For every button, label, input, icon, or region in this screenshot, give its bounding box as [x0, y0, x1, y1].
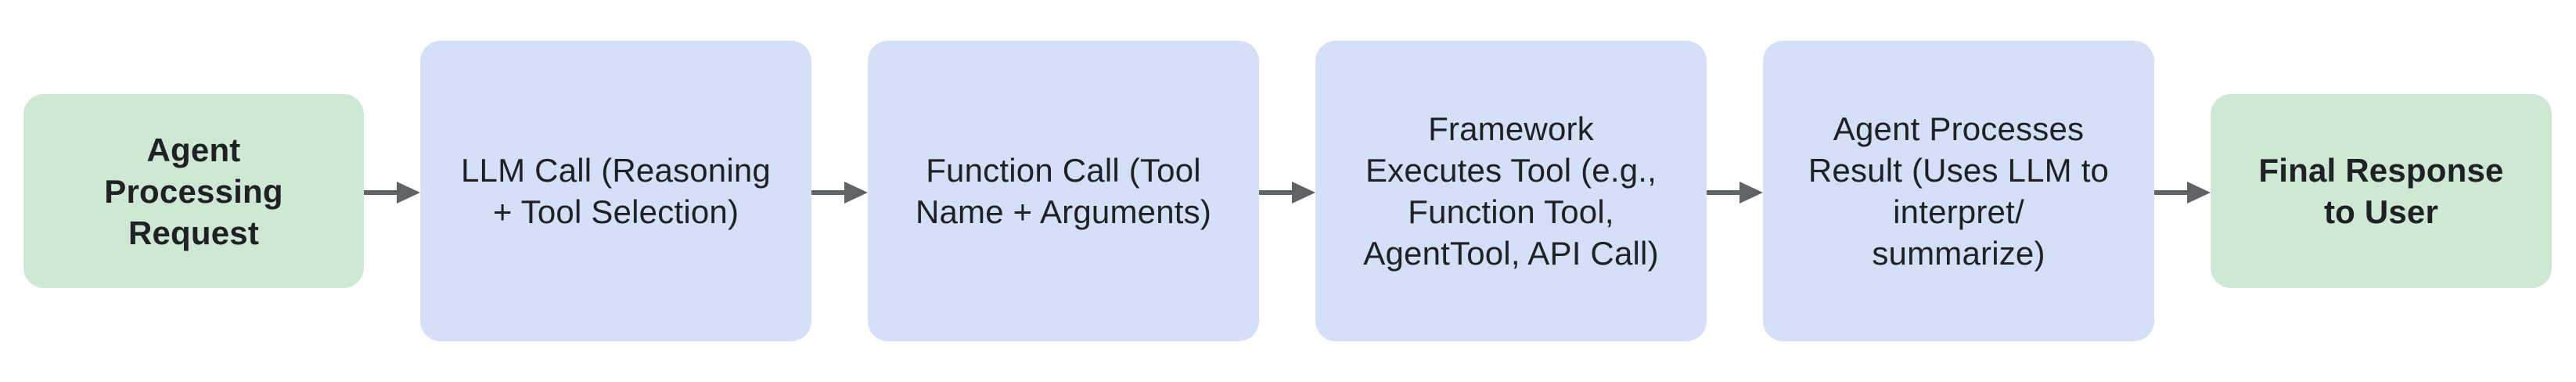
node-label: Final Response to User	[2258, 152, 2504, 230]
arrow-right-icon	[811, 182, 868, 204]
node-label: Framework Executes Tool (e.g., Function …	[1363, 110, 1659, 272]
arrow-right-icon	[2154, 182, 2211, 204]
node-agent-processes-result: Agent Processes Result (Uses LLM to inte…	[1763, 41, 2154, 341]
node-label: Agent Processes Result (Uses LLM to inte…	[1808, 110, 2110, 272]
node-label: Agent Processing Request	[104, 131, 283, 251]
node-llm-call: LLM Call (Reasoning + Tool Selection)	[420, 41, 811, 341]
node-label: LLM Call (Reasoning + Tool Selection)	[461, 152, 771, 230]
node-final-response-to-user: Final Response to User	[2211, 94, 2552, 288]
arrow-right-icon	[364, 182, 420, 204]
arrow-right-icon	[1707, 182, 1763, 204]
node-function-call: Function Call (Tool Name + Arguments)	[868, 41, 1259, 341]
node-framework-executes-tool: Framework Executes Tool (e.g., Function …	[1315, 41, 1707, 341]
node-label: Function Call (Tool Name + Arguments)	[915, 152, 1212, 230]
arrow-right-icon	[1259, 182, 1315, 204]
node-agent-processing-request: Agent Processing Request	[23, 94, 364, 288]
